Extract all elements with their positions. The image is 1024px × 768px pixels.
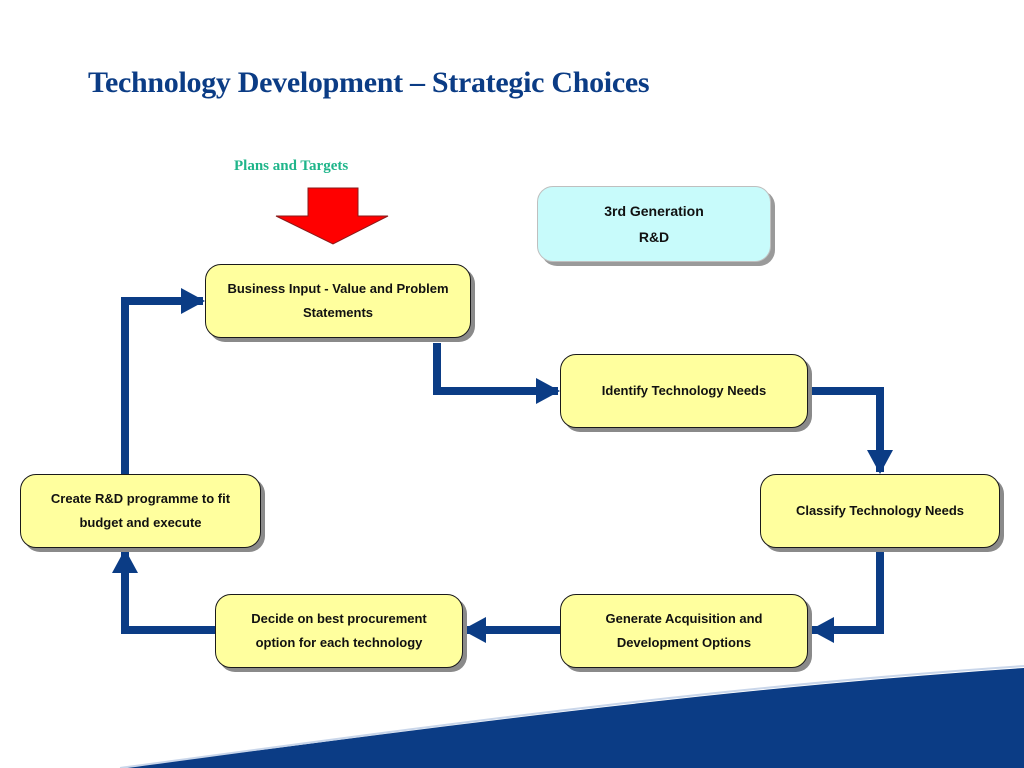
node-create-programme: Create R&D programme to fit budget and e… [20, 474, 261, 548]
arrow-create-to-business [121, 288, 205, 476]
node-generate-options-label: Generate Acquisition and Development Opt… [605, 611, 763, 650]
plans-and-targets-label: Plans and Targets [234, 158, 349, 174]
arrow-identify-to-classify [810, 387, 893, 474]
node-classify-needs: Classify Technology Needs [760, 474, 1000, 548]
node-decide-procurement-label: Decide on best procurement option for ea… [251, 611, 427, 650]
node-business-input-label: Business Input - Value and Problem State… [227, 281, 449, 320]
node-business-input: Business Input - Value and Problem State… [205, 264, 471, 338]
node-identify-needs: Identify Technology Needs [560, 354, 808, 428]
node-generate-options: Generate Acquisition and Development Opt… [560, 594, 808, 668]
node-decide-procurement: Decide on best procurement option for ea… [215, 594, 463, 668]
node-identify-needs-label: Identify Technology Needs [601, 383, 767, 398]
third-generation-rd-box: 3rd Generation R&D [537, 186, 771, 262]
bottom-wave [120, 668, 1024, 768]
arrow-business-to-identify [433, 343, 560, 404]
node-classify-needs-label: Classify Technology Needs [795, 503, 965, 518]
bottom-wave-highlight [119, 665, 1024, 768]
page-title: Technology Development – Strategic Choic… [88, 66, 650, 99]
node-create-programme-label: Create R&D programme to fit budget and e… [50, 491, 231, 530]
plans-input-arrow [275, 187, 389, 245]
generation-line-2: R&D [638, 229, 670, 245]
arrow-classify-to-generate [810, 549, 884, 643]
arrow-decide-to-create [112, 549, 215, 634]
generation-line-1: 3rd Generation [604, 203, 704, 219]
